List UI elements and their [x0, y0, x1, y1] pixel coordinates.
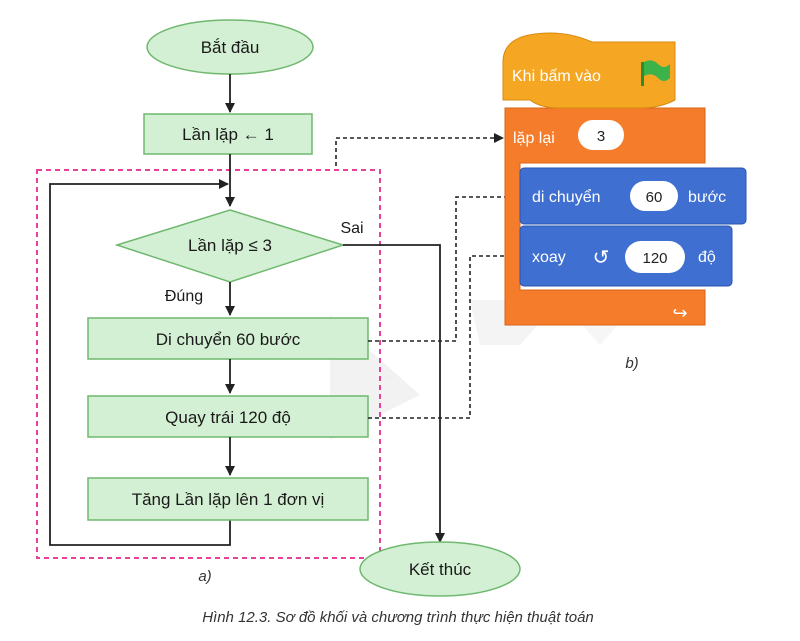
correspondence-links [335, 133, 521, 419]
link-loop-to-repeat [335, 133, 504, 166]
part-a-label: a) [198, 568, 211, 585]
repeat-label: lặp lại [513, 130, 555, 147]
turn-unit-label: độ [698, 249, 716, 266]
repeat-count-value: 3 [597, 128, 605, 145]
rotate-left-icon: ↺ [593, 247, 610, 269]
hat-block [502, 32, 676, 109]
move-label: Di chuyển 60 bước [156, 330, 301, 349]
increment-label: Tăng Lần lặp lên 1 đơn vị [132, 490, 325, 509]
link-move-to-block [368, 192, 521, 342]
turn-degrees-value: 120 [642, 250, 667, 267]
turn-process [87, 395, 369, 438]
end-label: Kết thúc [409, 560, 472, 579]
end-terminal [359, 541, 521, 597]
flowchart: Bắt đầu Lần lặp ← 1 Lần lặp ≤ 3 Sai Đúng… [36, 19, 521, 597]
loop-boundary [36, 169, 381, 559]
false-label: Sai [340, 220, 363, 237]
loop-back-connector [49, 179, 231, 546]
init-label: Lần lặp ← 1 [182, 125, 274, 144]
repeat-arrow-icon: ↪ [672, 303, 687, 323]
false-branch-connector [343, 244, 445, 543]
init-process [143, 113, 313, 155]
turn-label: Quay trái 120 độ [165, 408, 291, 427]
turn-degrees-field[interactable] [625, 241, 685, 273]
move-process [87, 317, 369, 360]
increment-process [87, 477, 369, 521]
true-label: Đúng [165, 288, 203, 305]
link-turn-to-block [368, 251, 521, 419]
move-block-label: di chuyển [532, 188, 601, 206]
move-unit-label: bước [688, 189, 726, 206]
move-steps-value: 60 [646, 189, 663, 206]
turn-block-label: xoay [532, 249, 566, 266]
start-label: Bắt đầu [201, 38, 260, 57]
move-steps-field[interactable] [630, 181, 678, 211]
figure-caption: Hình 12.3. Sơ đồ khối và chương trình th… [202, 609, 594, 626]
green-flag-icon[interactable] [641, 60, 670, 86]
part-b-label: b) [625, 355, 638, 372]
hat-label: Khi bấm vào [512, 68, 601, 85]
repeat-count-field[interactable] [578, 120, 624, 150]
decision-label: Lần lặp ≤ 3 [188, 236, 272, 255]
scratch-program: lặp lại 3 ↪ Khi bấm vào di chuyển 60 bướ… [502, 32, 747, 372]
